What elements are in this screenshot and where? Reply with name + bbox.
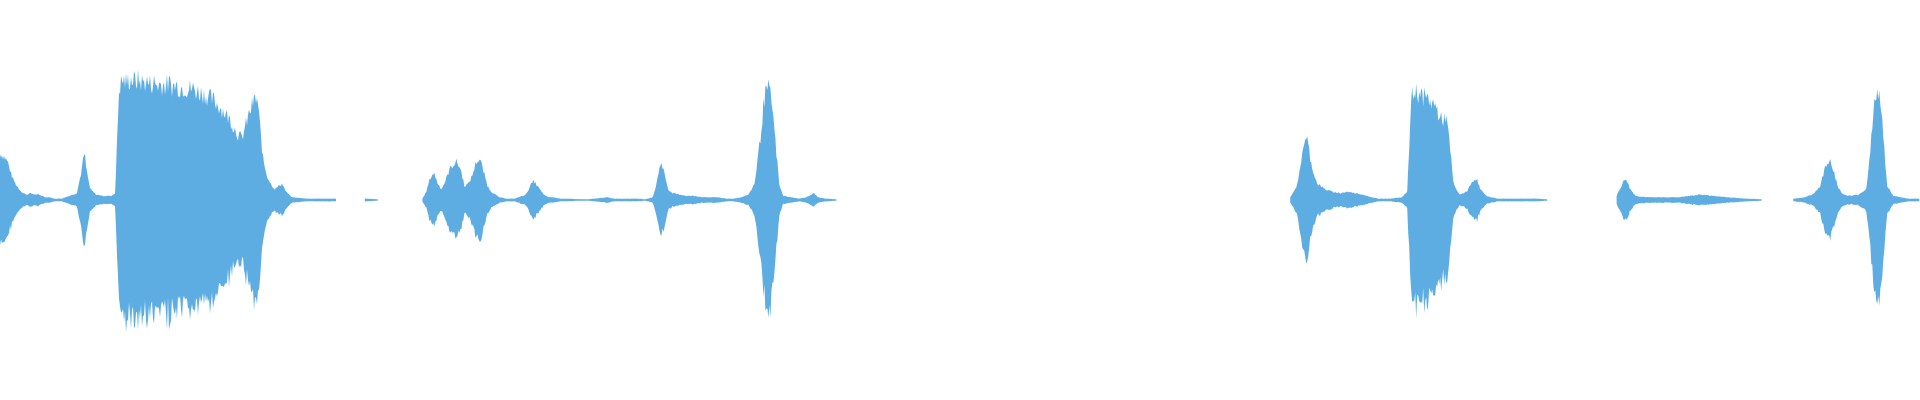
waveform-segment-5	[1616, 179, 1762, 220]
waveform-segment-4	[1290, 83, 1548, 319]
waveform-segment-3	[422, 79, 837, 318]
waveform-segment-6	[1793, 88, 1920, 306]
waveform-segment-1	[0, 69, 336, 333]
waveform-segment-2	[364, 198, 378, 202]
waveform-segments	[0, 69, 1920, 333]
